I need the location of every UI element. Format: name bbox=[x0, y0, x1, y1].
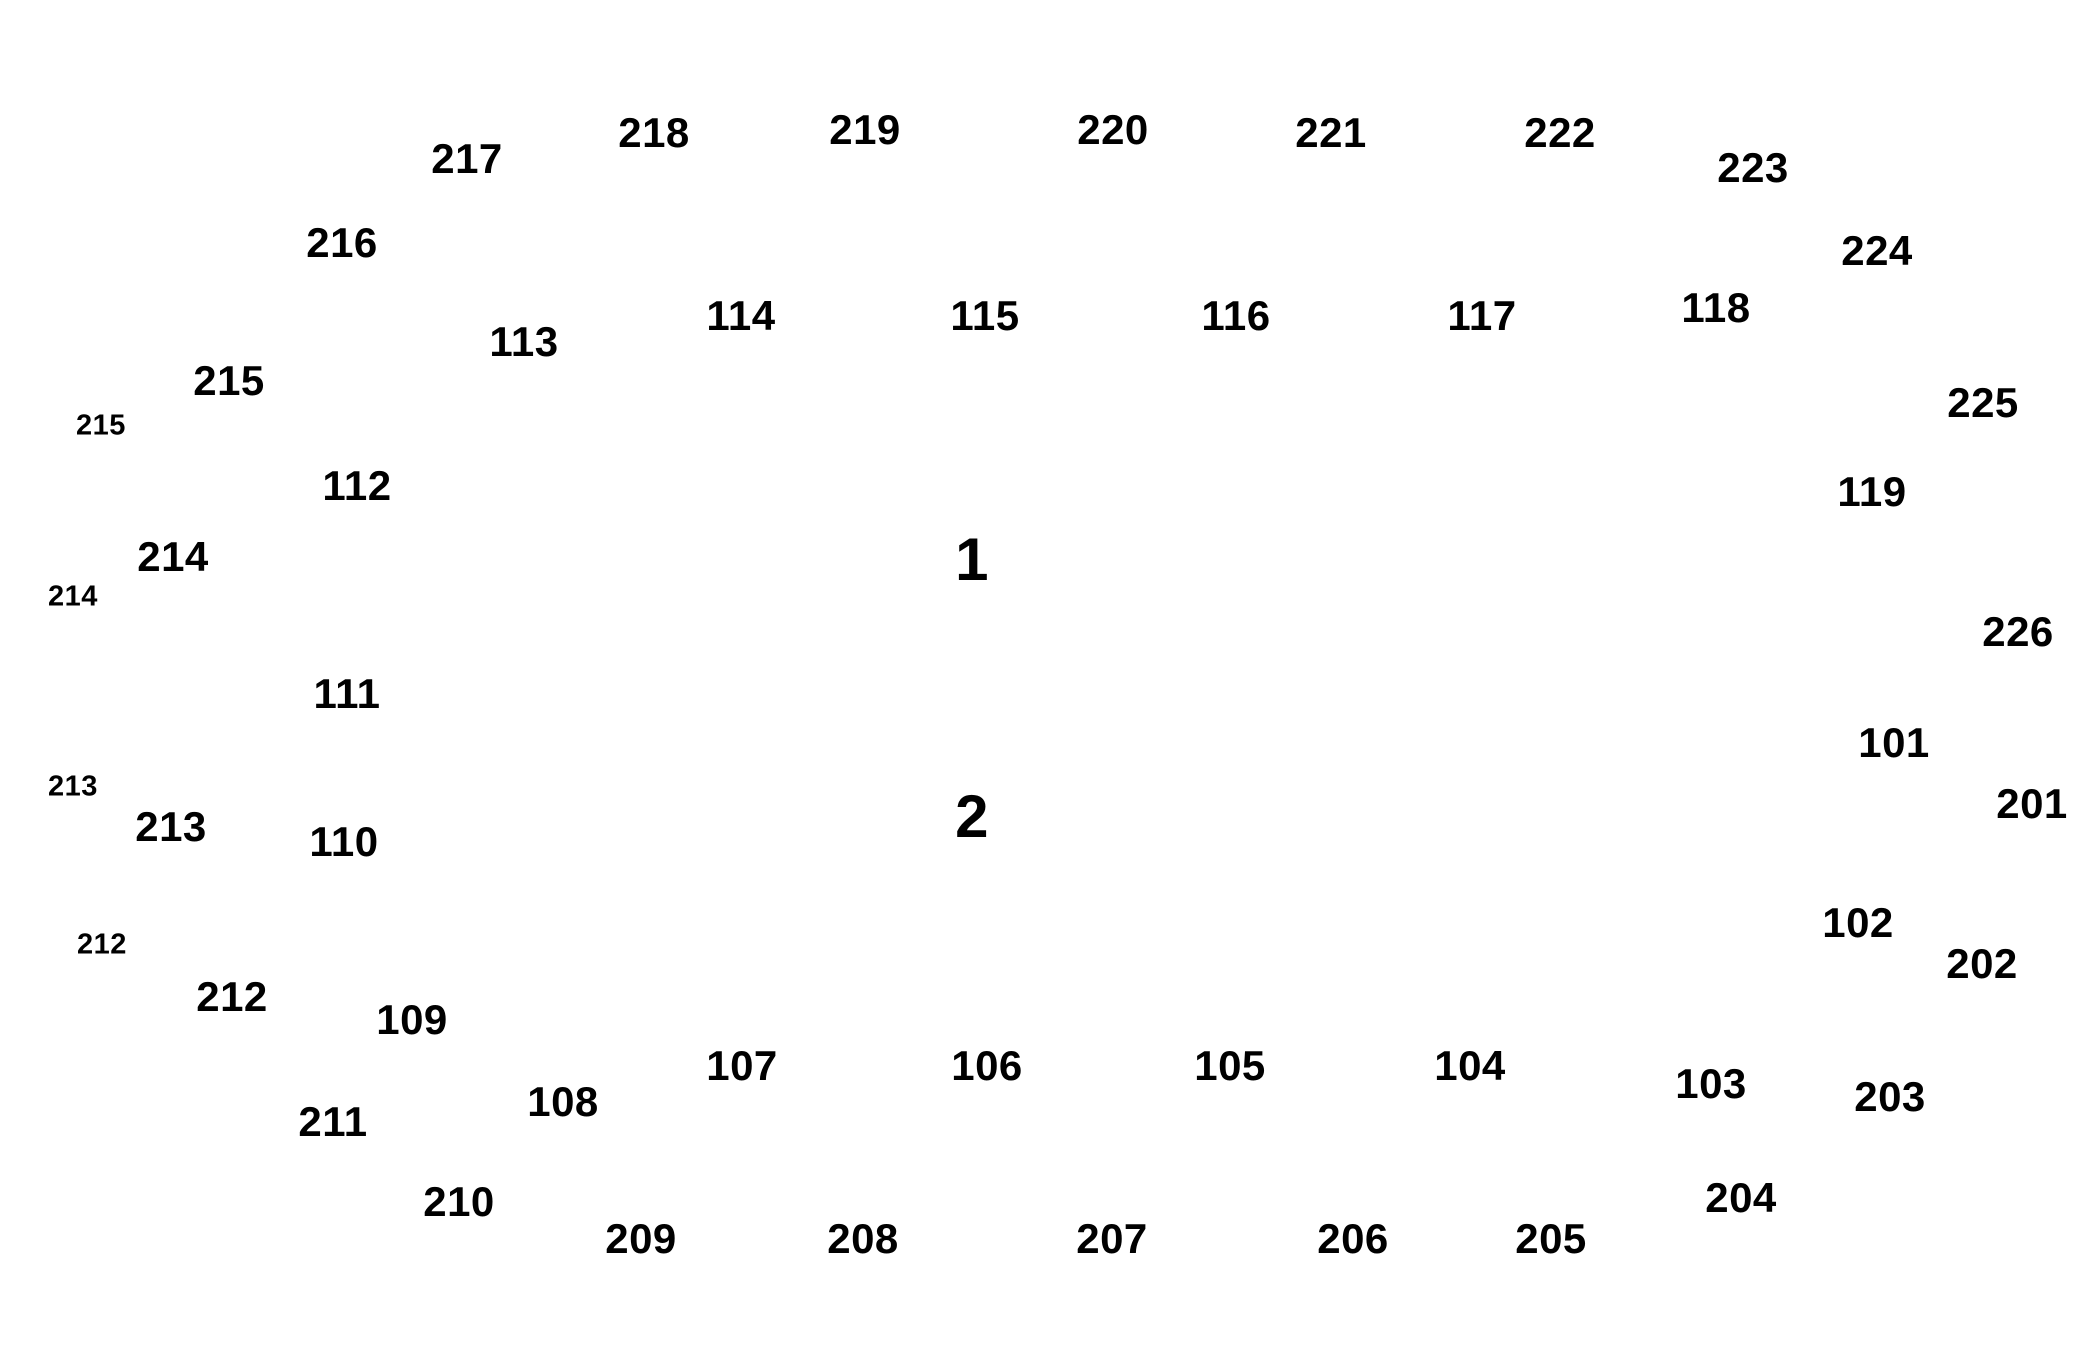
outer-label-216: 216 bbox=[306, 219, 378, 266]
outer-label-206: 206 bbox=[1317, 1215, 1389, 1262]
inner-label-104: 104 bbox=[1434, 1042, 1506, 1089]
edge-label-214: 214 bbox=[48, 580, 98, 613]
outer-label-225: 225 bbox=[1947, 379, 2019, 426]
inner-label-110: 110 bbox=[309, 818, 379, 865]
inner-label-115: 115 bbox=[950, 292, 1020, 339]
outer-label-204: 204 bbox=[1705, 1174, 1777, 1221]
inner-label-109: 109 bbox=[376, 996, 448, 1043]
inner-label-114: 114 bbox=[706, 292, 776, 339]
inner-label-113: 113 bbox=[489, 318, 559, 365]
outer-label-203: 203 bbox=[1854, 1073, 1926, 1120]
outer-label-212: 212 bbox=[196, 973, 268, 1020]
outer-label-220: 220 bbox=[1077, 106, 1149, 153]
inner-label-101: 101 bbox=[1858, 719, 1930, 766]
outer-label-218: 218 bbox=[618, 109, 690, 156]
inner-label-102: 102 bbox=[1822, 899, 1894, 946]
center-label-1: 1 bbox=[955, 526, 989, 593]
outer-label-219: 219 bbox=[829, 106, 901, 153]
outer-label-201: 201 bbox=[1996, 780, 2068, 827]
outer-label-207: 207 bbox=[1076, 1215, 1148, 1262]
inner-label-105: 105 bbox=[1194, 1042, 1266, 1089]
outer-label-217: 217 bbox=[431, 135, 503, 182]
inner-label-112: 112 bbox=[322, 462, 392, 509]
inner-label-106: 106 bbox=[951, 1042, 1023, 1089]
outer-label-210: 210 bbox=[423, 1178, 495, 1225]
outer-label-208: 208 bbox=[827, 1215, 899, 1262]
inner-label-119: 119 bbox=[1837, 468, 1907, 515]
outer-label-211: 211 bbox=[298, 1098, 368, 1145]
outer-label-215: 215 bbox=[193, 357, 265, 404]
outer-label-202: 202 bbox=[1946, 940, 2018, 987]
outer-label-224: 224 bbox=[1841, 227, 1913, 274]
outer-label-221: 221 bbox=[1295, 109, 1367, 156]
inner-label-108: 108 bbox=[527, 1078, 599, 1125]
outer-label-209: 209 bbox=[605, 1215, 677, 1262]
outer-label-213: 213 bbox=[135, 803, 207, 850]
inner-label-117: 117 bbox=[1447, 292, 1517, 339]
inner-label-111: 111 bbox=[313, 670, 381, 717]
inner-label-107: 107 bbox=[706, 1042, 778, 1089]
edge-label-215: 215 bbox=[76, 409, 126, 442]
outer-label-222: 222 bbox=[1524, 109, 1596, 156]
outer-label-214: 214 bbox=[137, 533, 209, 580]
center-label-2: 2 bbox=[955, 783, 989, 850]
outer-label-205: 205 bbox=[1515, 1215, 1587, 1262]
edge-label-213: 213 bbox=[48, 770, 98, 803]
inner-label-103: 103 bbox=[1675, 1060, 1747, 1107]
inner-label-116: 116 bbox=[1201, 292, 1271, 339]
inner-label-118: 118 bbox=[1681, 284, 1751, 331]
edge-label-212: 212 bbox=[77, 928, 127, 961]
outer-label-226: 226 bbox=[1982, 608, 2054, 655]
outer-label-223: 223 bbox=[1717, 144, 1789, 191]
